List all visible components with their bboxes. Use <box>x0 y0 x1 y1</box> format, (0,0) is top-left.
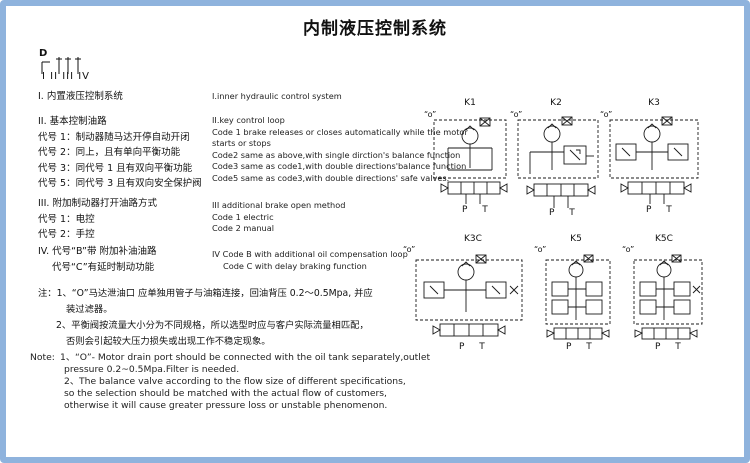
code-letter: D <box>39 48 48 59</box>
diagram-k2-drain-label: “o” <box>510 110 523 119</box>
note-en-line: pressure 0.2~0.5Mpa.Filter is needed. <box>64 364 240 375</box>
note-cn-line: 2、平衡阀按流量大小分为不同规格，所以选型时应与客户实际流量相匹配， <box>56 320 369 331</box>
notes-en-label: Note: <box>30 352 55 363</box>
diagram-k5 <box>545 254 611 340</box>
diagram-k5-ports: P T <box>566 342 598 352</box>
notes-cn: 注：1、“O”马达泄油口 应单独用管子与油箱连接，回油背压 0.2～0.5Mpa… <box>38 286 373 350</box>
section2-en-line: Code5 same as code3,with double directio… <box>212 172 450 183</box>
note-en-line: otherwise it will cause greater pressure… <box>64 400 388 411</box>
section4-cn-line: 代号“C”有延时制动功能 <box>52 261 155 273</box>
section2-cn-line: 代号 3：同代号 1 且有双向平衡功能 <box>38 162 193 174</box>
diagram-k3-drain-label: “o” <box>600 110 613 119</box>
section4-cn-line: IV. 代号“B”带 附加补油油路 <box>38 246 157 257</box>
diagram-k5c-ports: P T <box>655 342 687 352</box>
note-cn-line: 注：1、“O”马达泄油口 应单独用管子与油箱连接，回油背压 0.2～0.5Mpa… <box>38 288 373 299</box>
section2-cn-line: 代号 2：同上，且有单向平衡功能 <box>38 147 181 158</box>
section2-en-line: starts or stops <box>212 138 271 149</box>
section3-en-line: Code 2 manual <box>212 223 275 234</box>
diagram-k5c <box>633 254 703 340</box>
section3-en-line: Code 1 electric <box>212 211 274 222</box>
diagram-k3c-ports: P T <box>459 342 491 352</box>
section4-cn: IV. 代号“B”带 附加补油油路 代号“C”有延时制动功能 <box>38 244 156 275</box>
note-cn-line: 装过滤器。 <box>66 304 113 315</box>
diagram-k5c-drain-label: “o” <box>622 245 635 254</box>
notes-en: 1、“O”- Motor drain port should be connec… <box>60 352 430 412</box>
note-en-line: 2、The balance valve according to the flo… <box>64 376 406 387</box>
section2-cn-head: II. 基本控制油路 <box>38 116 107 127</box>
section3-en: III additional brake open method Code 1 … <box>212 200 345 235</box>
model-code: D I II III IV <box>38 44 108 84</box>
page-title: 内制液压控制系统 <box>303 19 447 39</box>
section2-en-line: II.key control loop <box>212 115 285 125</box>
section2-cn-line: 代号 5：同代号 3 且有双向安全保护阀 <box>38 178 202 189</box>
diagram-k2-ports: P T <box>549 208 581 218</box>
section4-en-line: IV Code B with additional oil compensati… <box>212 249 408 259</box>
diagram-k3c-drain-label: “o” <box>403 245 416 254</box>
diagram-k1 <box>433 117 508 204</box>
diagram-k3c-label: K3C <box>464 234 482 244</box>
section2-cn: II. 基本控制油路 代号 1：制动器随马达开停自动开闭 代号 2：同上，且有单… <box>38 114 202 192</box>
section3-cn-line: 代号 2：手控 <box>38 229 95 240</box>
note-en-line: so the selection should be matched with … <box>64 388 387 399</box>
diagram-k5c-label: K5C <box>655 234 673 244</box>
code-bracket-icon <box>41 57 81 74</box>
section2-en-line: Code 1 brake releases or closes automati… <box>212 126 468 137</box>
diagram-k3c <box>415 254 523 337</box>
diagram-k5-drain-label: “o” <box>534 245 547 254</box>
section3-cn: III. 附加制动器打开油路方式 代号 1：电控 代号 2：手控 <box>38 196 157 243</box>
diagram-k3-label: K3 <box>648 98 660 108</box>
section3-cn-head: III. 附加制动器打开油路方式 <box>38 198 157 209</box>
code-roman-numerals: I II III IV <box>42 71 91 82</box>
note-cn-line: 否则会引起较大压力损失或出现工作不稳定现象。 <box>66 336 271 347</box>
diagram-k1-label: K1 <box>464 98 476 108</box>
note-en-line: 1、“O”- Motor drain port should be connec… <box>60 352 431 363</box>
section1-cn: I. 内置液压控制系统 <box>38 91 123 102</box>
diagram-k2-label: K2 <box>550 98 562 108</box>
diagram-k1-ports: P T <box>462 205 494 215</box>
diagram-k2 <box>517 116 599 208</box>
diagram-k3 <box>609 116 699 204</box>
section4-en-line: Code C with delay braking function <box>223 260 367 271</box>
diagram-k5-label: K5 <box>570 234 582 244</box>
section1-en: I.inner hydraulic control system <box>212 91 342 101</box>
section3-en-line: III additional brake open method <box>212 200 346 210</box>
section2-en-line: Code3 same as code1,with double directio… <box>212 161 467 172</box>
section3-cn-line: 代号 1：电控 <box>38 213 95 225</box>
diagram-k3-ports: P T <box>646 205 678 215</box>
section4-en: IV Code B with additional oil compensati… <box>212 249 408 272</box>
section2-en-line: Code2 same as above,with single dirction… <box>212 149 461 160</box>
section2-en: II.key control loop Code 1 brake release… <box>212 115 468 185</box>
section2-cn-line: 代号 1：制动器随马达开停自动开闭 <box>38 131 190 143</box>
diagram-k1-drain-label: “o” <box>424 110 437 119</box>
